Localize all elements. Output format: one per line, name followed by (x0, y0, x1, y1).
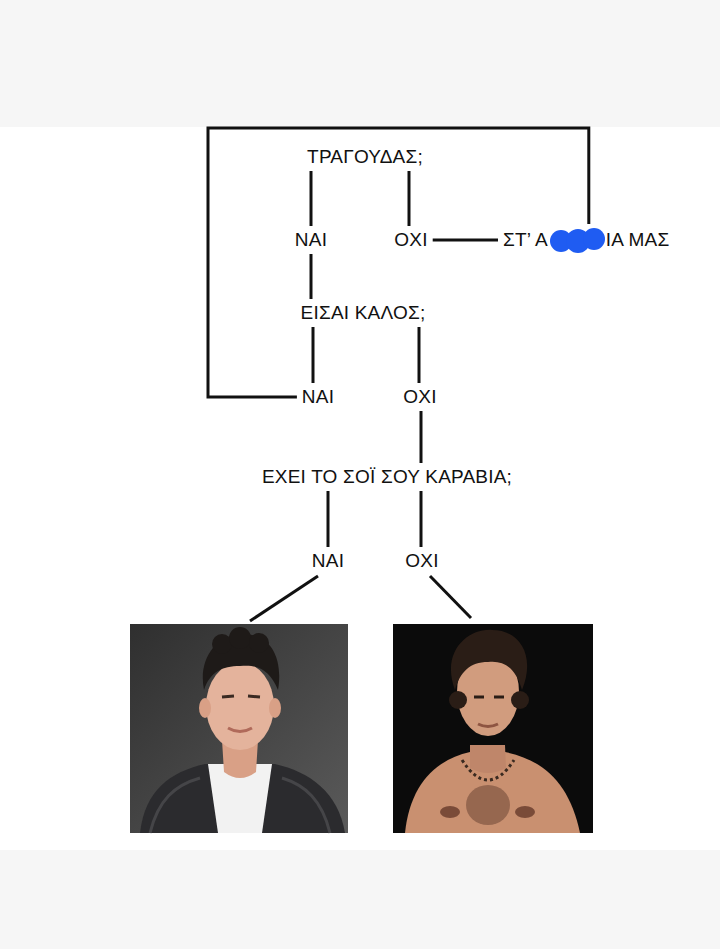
flow-step: ΤΡΑΓΟΥΔΑΣ; (302, 143, 428, 171)
flow-step: ΣΤ’ Α ΙΑ ΜΑΣ (498, 224, 674, 256)
step-text: ΕΙΣΑΙ ΚΑΛΟΣ; (301, 302, 426, 324)
flow-step: ΟΧΙ (398, 383, 441, 411)
step-text: ΙΑ ΜΑΣ (606, 229, 670, 251)
step-text: ΣΤ’ Α (503, 229, 548, 251)
flow-connector (208, 128, 589, 397)
right-photo (393, 624, 593, 833)
step-text: ΟΧΙ (405, 550, 438, 572)
censor-blob (548, 227, 606, 253)
white-panel (0, 127, 720, 850)
leader-line (250, 576, 318, 621)
flow-connector (420, 411, 423, 463)
flow-connector (433, 239, 498, 242)
censor-blob-shape (548, 227, 606, 253)
step-text: ΝΑΙ (302, 386, 334, 408)
step-text: ΟΧΙ (403, 386, 436, 408)
flow-connector (418, 327, 421, 383)
step-text: ΝΑΙ (312, 550, 344, 572)
flow-connector (310, 254, 313, 299)
left-photo (130, 624, 348, 833)
flow-step: ΟΧΙ (400, 547, 443, 575)
flow-connector (312, 327, 315, 383)
flow-step: ΝΑΙ (290, 226, 332, 254)
flow-step: ΝΑΙ (307, 547, 349, 575)
step-text: ΟΧΙ (394, 229, 427, 251)
flow-connector (310, 171, 313, 226)
flow-connector (420, 491, 423, 547)
flow-connector (408, 171, 411, 226)
flow-step: ΟΧΙ (389, 226, 432, 254)
flow-connector (327, 491, 330, 547)
flow-step: ΝΑΙ (297, 383, 339, 411)
flow-step: ΕΧΕΙ ΤΟ ΣΟΪ ΣΟΥ ΚΑΡΑΒΙΑ; (257, 463, 517, 491)
step-text: ΤΡΑΓΟΥΔΑΣ; (307, 146, 423, 168)
step-text: ΝΑΙ (295, 229, 327, 251)
leader-line (430, 576, 471, 618)
flow-step: ΕΙΣΑΙ ΚΑΛΟΣ; (296, 299, 431, 327)
step-text: ΕΧΕΙ ΤΟ ΣΟΪ ΣΟΥ ΚΑΡΑΒΙΑ; (262, 466, 512, 488)
